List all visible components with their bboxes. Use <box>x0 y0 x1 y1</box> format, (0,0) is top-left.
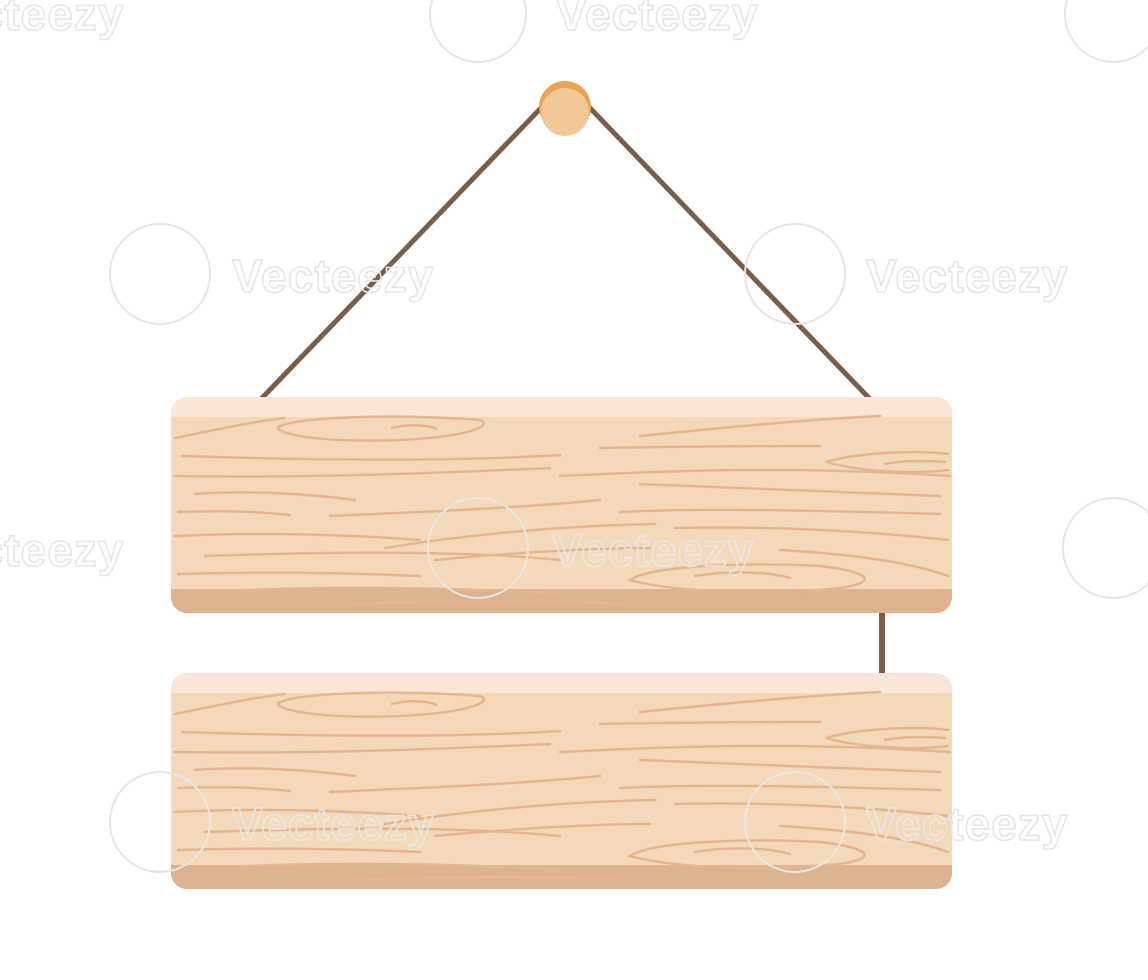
rope <box>259 105 872 401</box>
rope-left-strand <box>259 105 544 401</box>
upper-board <box>171 397 952 613</box>
lower-board <box>171 673 952 889</box>
watermark-text: Vecteezy <box>556 0 758 40</box>
watermark: Vecteezy Vecteezy Vecteezy Vecteezy Vect… <box>0 0 1148 873</box>
watermark-logo-icon <box>109 0 1148 873</box>
watermark-text: Vecteezy <box>232 250 434 302</box>
rope-right-strand <box>587 105 872 401</box>
lower-board-wood-grain <box>173 690 952 882</box>
upper-board-wood-grain <box>173 414 952 606</box>
watermark-text: Vecteezy <box>0 0 124 40</box>
watermark-text: Vecteezy <box>232 798 434 850</box>
watermark-text: Vecteezy <box>0 524 124 576</box>
board-connector-rope <box>879 613 885 673</box>
nail-icon <box>539 81 591 136</box>
watermark-text: Vecteezy <box>866 250 1068 302</box>
watermark-text: Vecteezy <box>866 798 1068 850</box>
watermark-text: Vecteezy <box>552 524 754 576</box>
